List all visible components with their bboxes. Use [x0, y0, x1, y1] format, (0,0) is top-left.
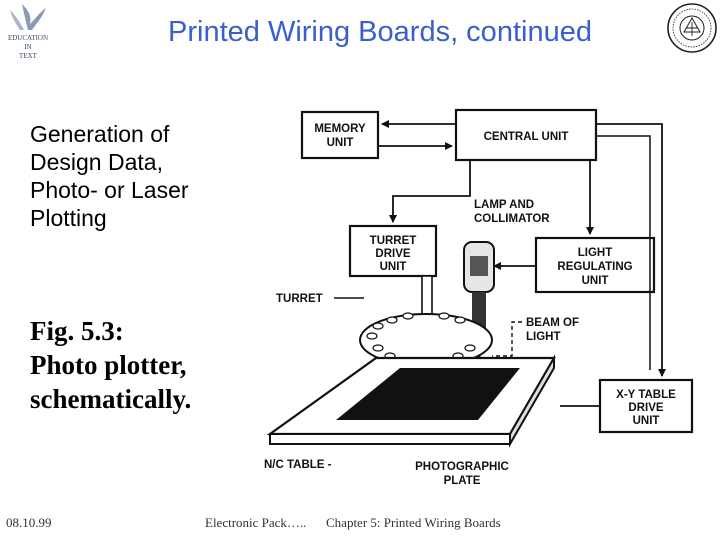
central-to-xy-table-arrow — [596, 123, 666, 377]
light-regulating-label-3: UNIT — [582, 275, 609, 287]
turret-drive-label-3: UNIT — [380, 261, 407, 273]
figure-caption-line: schematically. — [30, 384, 192, 414]
logo-wing-shape — [22, 4, 46, 30]
turret-drive-unit-box — [348, 224, 438, 278]
footer-course: Electronic Pack….. — [205, 515, 307, 530]
turret-label: TURRET — [276, 293, 323, 305]
photo-plotter-schematic: MEMORY UNIT CENTRAL UNIT LAMP AND COLLIM… — [264, 108, 694, 487]
footer-date: 08.10.99 — [6, 515, 52, 530]
institution-logo-left: EDUCATION IN TEXT — [8, 4, 48, 60]
footer-chapter: Chapter 5: Printed Wiring Boards — [326, 515, 501, 530]
turret-drive-label-2: DRIVE — [375, 248, 410, 260]
central-unit-box — [454, 108, 598, 162]
xy-table-label-2: DRIVE — [628, 402, 663, 414]
memory-unit-label-1: MEMORY — [314, 123, 366, 135]
beam-label-1: BEAM OF — [526, 317, 579, 329]
beam-label-2: LIGHT — [526, 331, 561, 343]
central-aux-line — [596, 135, 651, 370]
section-heading-line: Plotting — [30, 205, 107, 231]
figure-caption: Fig. 5.3: Photo plotter, schematically. — [30, 314, 270, 416]
turret-drive-label-1: TURRET — [370, 235, 417, 247]
logo-text-line-2: IN — [24, 43, 31, 51]
central-to-turret-drive-arrow — [389, 160, 471, 223]
xy-table-label-3: UNIT — [633, 415, 660, 427]
beam-leader-line — [492, 321, 522, 357]
lamp-collimator-label-1: LAMP AND — [474, 199, 534, 211]
section-heading-line: Photo- or Laser — [30, 177, 189, 203]
light-regulating-unit-box — [534, 236, 656, 294]
photographic-plate-label-2: PLATE — [444, 475, 481, 487]
memory-unit-label-2: UNIT — [327, 137, 354, 149]
lamp-collimator-label-2: COLLIMATOR — [474, 213, 550, 225]
figure-caption-line: Photo plotter, — [30, 350, 187, 380]
logo-wing-shape-2 — [10, 10, 24, 30]
section-heading-line: Generation of — [30, 121, 170, 147]
university-seal-icon — [667, 3, 717, 53]
light-regulating-label-2: REGULATING — [557, 261, 632, 273]
lamp-lens — [470, 256, 488, 276]
xy-table-drive-unit-box — [598, 378, 694, 434]
xy-table-label-1: X-Y TABLE — [616, 389, 676, 401]
logo-text-line-3: TEXT — [19, 52, 38, 60]
nc-table-front — [269, 433, 511, 445]
central-unit-label: CENTRAL UNIT — [484, 131, 569, 143]
photographic-plate-label-1: PHOTOGRAPHIC — [415, 461, 509, 473]
figure-caption-line: Fig. 5.3: — [30, 316, 124, 346]
logo-text-line-1: EDUCATION — [8, 34, 48, 42]
nc-table-side — [509, 354, 555, 448]
light-regulating-label-1: LIGHT — [578, 247, 613, 259]
section-heading-line: Design Data, — [30, 149, 163, 175]
nc-table-label: N/C TABLE - — [264, 459, 332, 471]
photographic-plate — [336, 368, 520, 420]
page-title: Printed Wiring Boards, continued — [168, 16, 592, 48]
section-heading: Generation of Design Data, Photo- or Las… — [30, 120, 260, 232]
memory-unit-box — [300, 110, 380, 160]
